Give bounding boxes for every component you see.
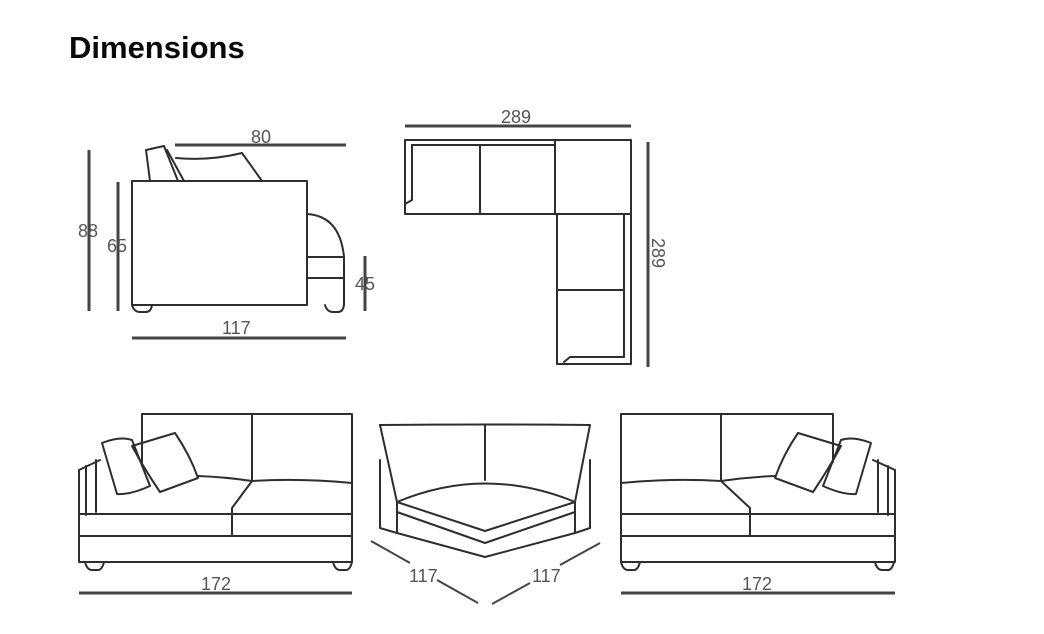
corner-back — [379, 423, 591, 503]
label-corner-left: 117 — [409, 566, 438, 586]
side-view: 80 88 65 45 117 — [78, 127, 375, 340]
side-arm — [306, 213, 345, 306]
left-pillow-front — [131, 432, 199, 493]
label-88: 88 — [78, 221, 98, 241]
label-right-width: 172 — [742, 574, 772, 594]
corner-section-view: 117 117 — [370, 423, 601, 605]
label-80: 80 — [251, 127, 271, 147]
label-65: 65 — [107, 236, 127, 256]
top-outline — [404, 139, 632, 365]
label-corner-right: 117 — [532, 566, 561, 586]
left-section-front-view: 172 — [78, 413, 353, 595]
right-pillow-front — [774, 432, 842, 493]
corner-left-arm — [379, 459, 398, 534]
side-pillow — [175, 152, 263, 182]
right-pillow-back — [822, 437, 872, 496]
left-back — [78, 413, 353, 563]
page-title: Dimensions — [69, 30, 245, 65]
side-back-cushion — [145, 145, 179, 182]
label-117: 117 — [222, 318, 251, 338]
right-section-front-view: 172 — [620, 413, 896, 595]
top-view: 289 289 — [404, 107, 668, 367]
side-body — [131, 180, 308, 306]
side-foot-left — [131, 304, 153, 313]
label-top-depth: 289 — [648, 238, 668, 268]
right-back — [620, 413, 896, 563]
corner-right-arm — [574, 459, 591, 534]
label-left-width: 172 — [201, 574, 231, 594]
label-top-width: 289 — [501, 107, 531, 127]
side-foot-right — [324, 304, 345, 313]
left-pillow-back — [101, 437, 151, 496]
label-45: 45 — [355, 274, 375, 294]
